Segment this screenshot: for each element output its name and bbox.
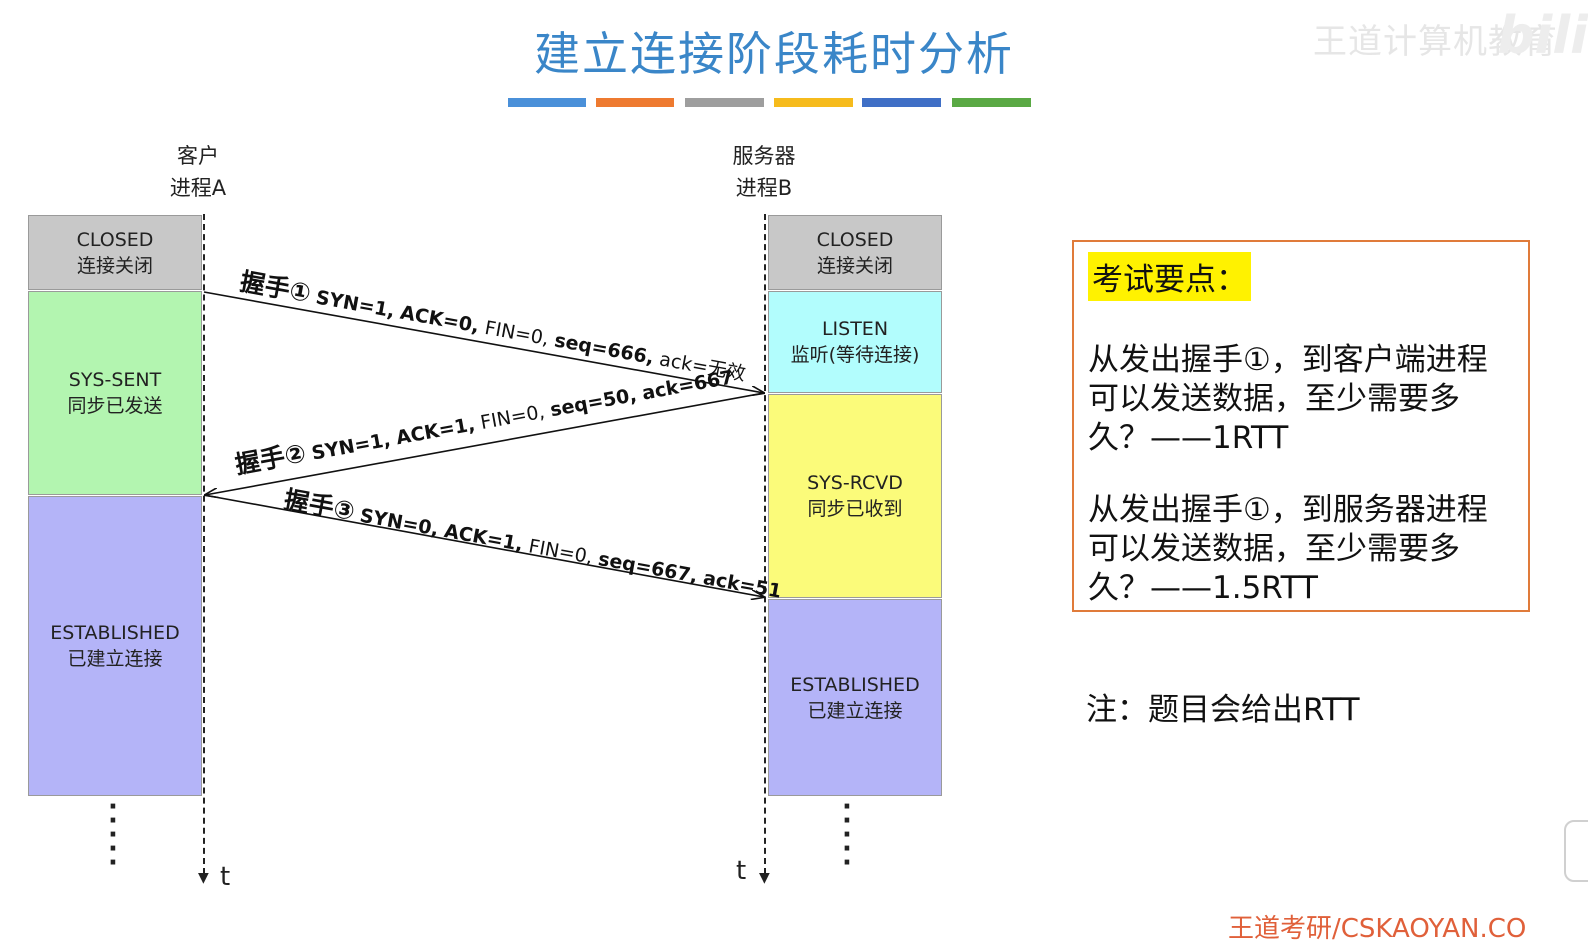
client-timeline-arrowhead: ▼ (198, 870, 209, 886)
server-label: 服务器 进程B (694, 140, 834, 204)
server-label-line2: 进程B (735, 176, 793, 200)
client-label-line2: 进程A (169, 176, 227, 200)
bilibili-logo: bili (1497, 6, 1588, 66)
color-bar-segment (596, 98, 674, 107)
handshake-1-arrow (203, 291, 764, 393)
state-desc: 连接关闭 (816, 254, 893, 277)
handshake-3-arrow (203, 494, 764, 597)
state-desc: 已建立连接 (807, 699, 903, 722)
state-name: ESTABLISHED (50, 622, 180, 644)
bottom-watermark: 王道考研/CSKAOYAN.CO (1228, 914, 1527, 944)
color-bar-segment (862, 98, 941, 107)
color-bar-segment (685, 98, 764, 107)
exam-points-title: 考试要点： (1088, 252, 1251, 301)
state-desc: 连接关闭 (76, 254, 153, 277)
state-name: SYS-RCVD (807, 472, 903, 494)
client-state-sys-sent: SYS-SENT 同步已发送 (28, 291, 202, 495)
exam-points-box: 考试要点： 从发出握手①，到客户端进程可以发送数据，至少需要多久？——1RTT … (1072, 240, 1530, 612)
server-time-label: t (736, 856, 747, 886)
side-handle[interactable] (1564, 820, 1588, 882)
state-desc: 监听(等待连接) (790, 344, 920, 366)
state-name: LISTEN (821, 318, 889, 340)
state-desc: 同步已发送 (67, 395, 163, 417)
server-label-line1: 服务器 (732, 144, 796, 168)
client-label: 客户 进程A (128, 140, 268, 204)
exam-question-1: 从发出握手①，到客户端进程可以发送数据，至少需要多久？——1RTT (1088, 342, 1488, 456)
page-title: 建立连接阶段耗时分析 (534, 27, 1014, 81)
exam-question-2: 从发出握手①，到服务器进程可以发送数据，至少需要多久？——1.5RTT (1088, 492, 1488, 606)
server-state-listen: LISTEN 监听(等待连接) (768, 291, 942, 393)
color-bar-segment (774, 98, 853, 107)
client-timeline (203, 214, 205, 874)
state-name: CLOSED (816, 228, 894, 251)
server-timeline (764, 214, 766, 874)
client-state-established: ESTABLISHED 已建立连接 (28, 496, 202, 796)
state-desc: 同步已收到 (807, 498, 903, 520)
color-bar-segment (952, 98, 1031, 107)
watermark: 王道计算机教育 (1313, 22, 1558, 62)
state-desc: 已建立连接 (67, 648, 163, 670)
server-timeline-arrowhead: ▼ (759, 870, 770, 886)
handshake-2-arrow (205, 392, 765, 495)
client-continuation-dots: ····· (108, 792, 118, 878)
client-label-line1: 客户 (177, 144, 219, 168)
rtt-note: 注：题目会给出RTT (1086, 692, 1360, 728)
state-name: SYS-SENT (68, 369, 162, 391)
client-time-label: t (220, 862, 231, 892)
color-bar-segment (508, 98, 586, 107)
state-name: ESTABLISHED (790, 673, 920, 696)
server-state-sys-rcvd: SYS-RCVD 同步已收到 (768, 394, 942, 598)
client-state-closed: CLOSED 连接关闭 (28, 215, 202, 290)
server-state-established: ESTABLISHED 已建立连接 (768, 599, 942, 796)
server-continuation-dots: ····· (842, 792, 852, 878)
server-state-closed: CLOSED 连接关闭 (768, 215, 942, 290)
state-name: CLOSED (76, 228, 154, 251)
